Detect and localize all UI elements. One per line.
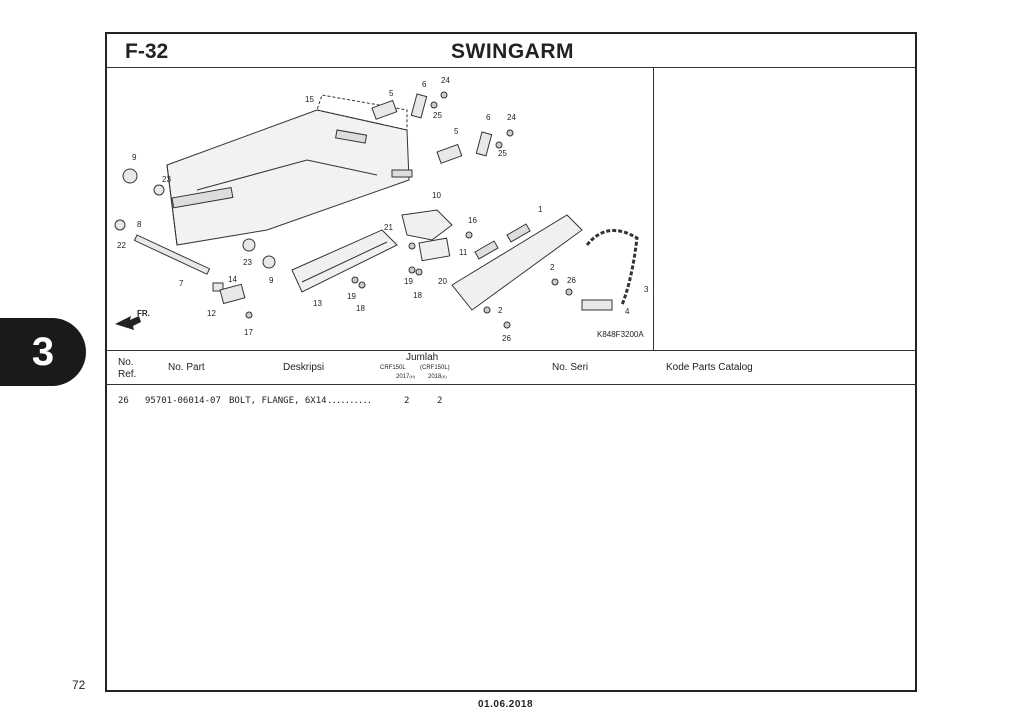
chain-slider: [291, 229, 398, 293]
callout-2: 2: [550, 263, 555, 272]
callout-8: 8: [137, 220, 142, 229]
image-code: K848F3200A: [597, 330, 644, 339]
row-qty-2017: 2: [404, 396, 410, 406]
swingarm-part: [166, 94, 413, 246]
callout-25b: 25: [498, 149, 507, 158]
callout-18: 18: [413, 291, 422, 300]
chain-adjusters: [219, 93, 613, 311]
callout-15: 15: [305, 95, 314, 104]
callout-4: 4: [625, 307, 630, 316]
swingarm-exploded-diagram: FR. 1 2 2 3 4 5 5 6 6 7 8 9 9 10 11 12 1…: [114, 76, 649, 343]
header-no-part: No. Part: [168, 362, 205, 373]
callout-13: 13: [313, 299, 322, 308]
table-header-rule: [106, 384, 916, 385]
header-deskripsi: Deskripsi: [283, 362, 325, 373]
callout-26: 26: [567, 276, 576, 285]
chain-guard: [401, 209, 583, 311]
callout-24: 24: [441, 76, 450, 85]
callout-20: 20: [438, 277, 447, 286]
row-leader-dots: ..........: [327, 396, 372, 406]
callout-25: 25: [433, 111, 442, 120]
header-kode-parts: Kode Parts Catalog: [666, 362, 753, 373]
callout-7: 7: [179, 279, 184, 288]
callout-1: 1: [538, 205, 543, 214]
callout-18b: 18: [356, 304, 365, 313]
callout-9: 9: [132, 153, 137, 162]
header-year-2017: 2017(H): [396, 374, 415, 380]
callout-labels: 1 2 2 3 4 5 5 6 6 7 8 9 9 10 11 12 13 14…: [117, 76, 649, 343]
diagram-divider: [653, 68, 654, 350]
front-direction-arrow: FR.: [115, 309, 150, 330]
row-description: BOLT, FLANGE, 6X14: [229, 396, 327, 406]
direction-label: FR.: [137, 309, 150, 318]
header-no-seri: No. Seri: [552, 362, 589, 373]
callout-21: 21: [384, 223, 393, 232]
callout-6b: 6: [486, 113, 491, 122]
header-jumlah: Jumlah: [406, 352, 439, 363]
callout-16: 16: [468, 216, 477, 225]
drive-chain: [585, 229, 639, 306]
header-divider: [106, 67, 916, 68]
header-model-1: CRF150L: [380, 365, 406, 371]
page-title: SWINGARM: [451, 40, 574, 63]
pivot-shaft: [114, 168, 276, 292]
callout-26b: 26: [502, 334, 511, 343]
table-top-rule: [106, 350, 916, 351]
callout-5b: 5: [454, 127, 459, 136]
row-part-number: 95701-06014-07: [145, 396, 221, 406]
callout-19b: 19: [347, 292, 356, 301]
callout-3: 3: [644, 285, 649, 294]
callout-6: 6: [422, 80, 427, 89]
callout-5: 5: [389, 89, 394, 98]
callout-23b: 23: [243, 258, 252, 267]
fasteners: [245, 91, 573, 329]
callout-23: 23: [162, 175, 171, 184]
page-frame: [105, 32, 917, 692]
callout-12: 12: [207, 309, 216, 318]
callout-19: 19: [404, 277, 413, 286]
header-model-2: (CRF150L): [420, 365, 450, 371]
header-year-2018: 2018(K): [428, 374, 447, 380]
row-ref: 26: [118, 396, 129, 406]
callout-17: 17: [244, 328, 253, 337]
callout-10: 10: [432, 191, 441, 200]
row-qty-2018: 2: [437, 396, 443, 406]
callout-9b: 9: [269, 276, 274, 285]
section-tab: 3: [0, 318, 86, 386]
callout-24b: 24: [507, 113, 516, 122]
page-number: 72: [72, 678, 86, 692]
callout-14: 14: [228, 275, 237, 284]
header-no-ref: No. Ref.: [118, 357, 137, 380]
footer-date: 01.06.2018: [478, 699, 534, 710]
callout-22: 22: [117, 241, 126, 250]
callout-11: 11: [459, 248, 468, 257]
callout-2b: 2: [498, 306, 503, 315]
figure-code: F-32: [125, 40, 169, 63]
